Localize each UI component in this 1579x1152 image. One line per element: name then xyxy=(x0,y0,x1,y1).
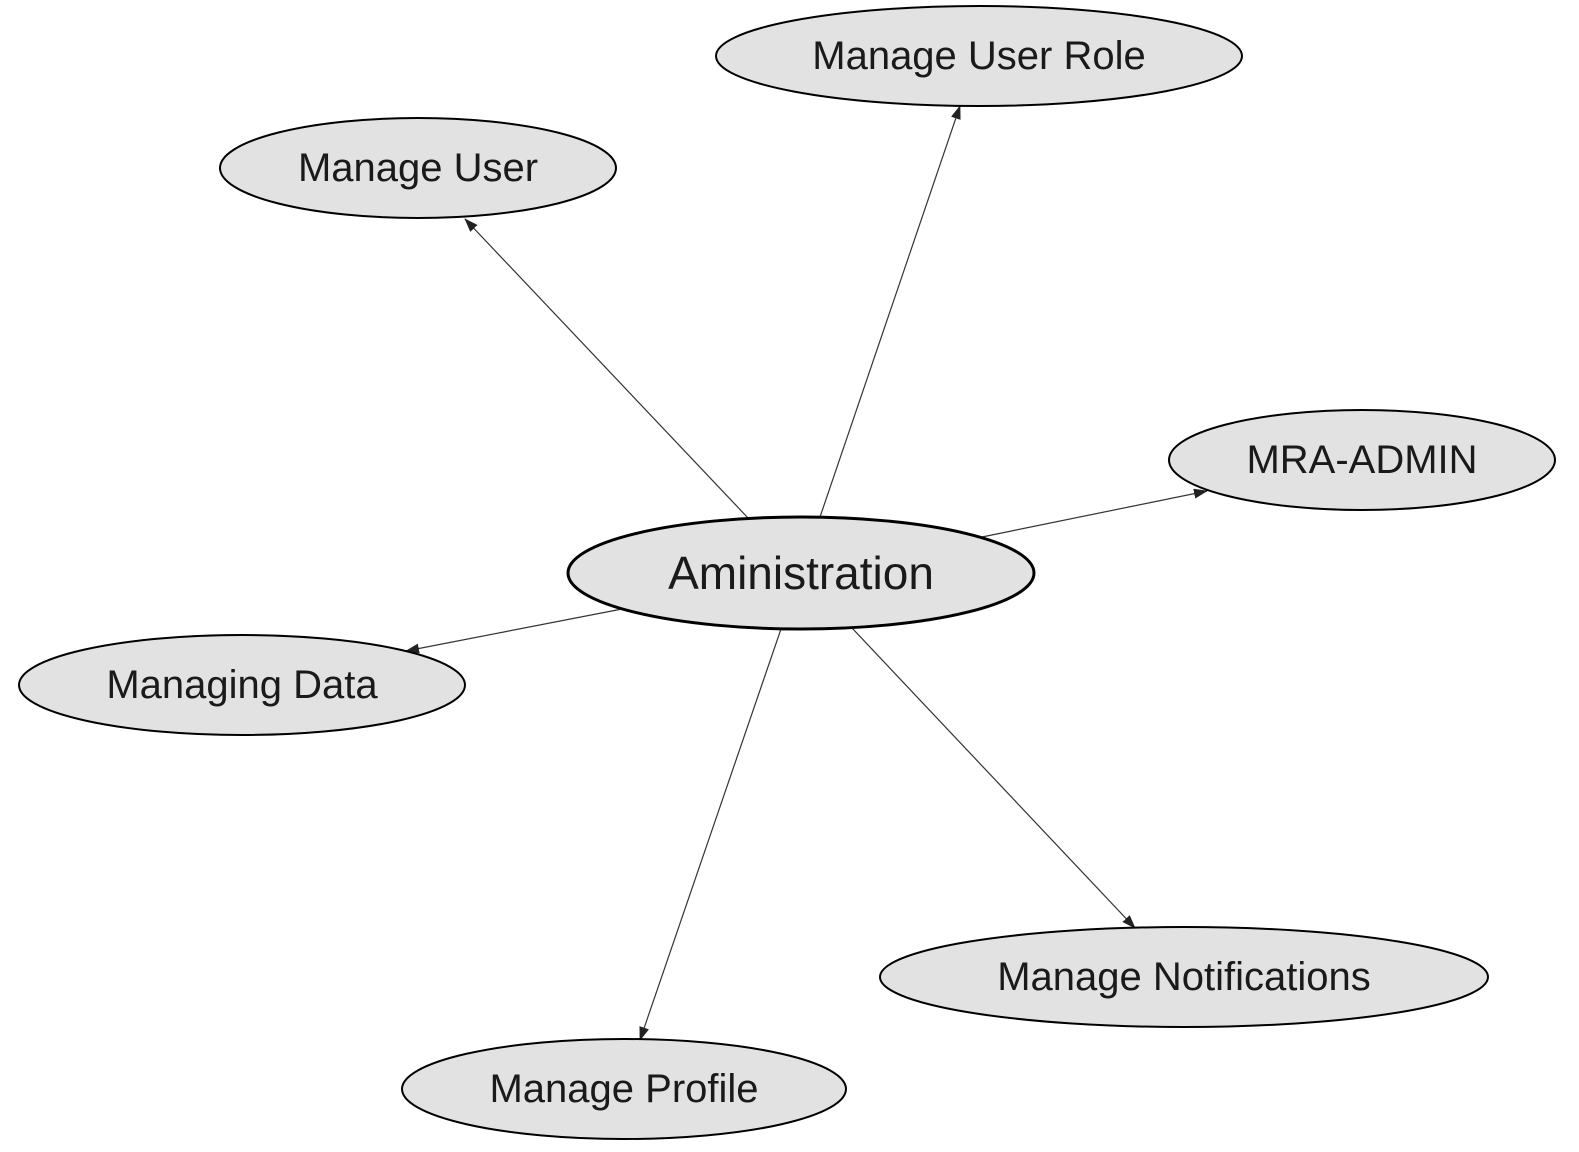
edge-to-manage-profile xyxy=(639,628,782,1041)
node-manage-user[interactable]: Manage User xyxy=(219,117,617,219)
node-manage-profile[interactable]: Manage Profile xyxy=(401,1038,847,1140)
use-case-ellipse xyxy=(1168,409,1556,511)
node-managing-data[interactable]: Managing Data xyxy=(18,634,466,736)
use-case-ellipse xyxy=(715,5,1243,107)
edges xyxy=(405,105,1208,1041)
node-label: Managing Data xyxy=(106,663,378,707)
use-case-ellipse xyxy=(566,515,1036,631)
node-label: Manage User Role xyxy=(812,34,1146,78)
node-label: Manage User xyxy=(298,146,538,190)
edge-to-mra-admin xyxy=(981,488,1208,538)
node-manage-notifications[interactable]: Manage Notifications xyxy=(879,926,1489,1028)
use-case-ellipse xyxy=(18,634,466,736)
node-label: Manage Notifications xyxy=(997,955,1371,999)
node-aministration[interactable]: Aministration xyxy=(566,515,1036,631)
edge-to-manage-user xyxy=(464,218,750,520)
edge-to-manage-notifications xyxy=(851,627,1136,929)
use-case-ellipse xyxy=(219,117,617,219)
use-case-ellipse xyxy=(879,926,1489,1028)
node-label: MRA-ADMIN xyxy=(1246,438,1477,482)
edge-to-manage-user-role xyxy=(819,105,961,518)
node-manage-user-role[interactable]: Manage User Role xyxy=(715,5,1243,107)
node-label: Manage Profile xyxy=(489,1067,758,1111)
node-mra-admin[interactable]: MRA-ADMIN xyxy=(1168,409,1556,511)
use-case-ellipse xyxy=(401,1038,847,1140)
central-node-label: Aministration xyxy=(668,547,934,599)
edge-to-managing-data xyxy=(405,608,623,654)
